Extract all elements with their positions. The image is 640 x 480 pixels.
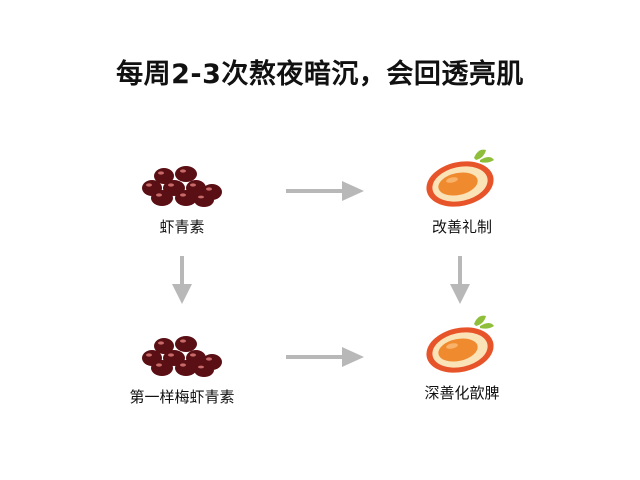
node-deep-improve: 深善化歆脾: [382, 312, 542, 403]
fruit-half-icon: [426, 315, 494, 373]
node-first-astaxanthin: 第一样梅虾青素: [102, 332, 262, 407]
arrow-right-icon: [286, 347, 364, 367]
diagram-title: 每周2-3次熬夜暗沉，会回透亮肌: [116, 59, 524, 90]
arrow-down-icon: [450, 256, 470, 304]
node-label: 深善化歆脾: [424, 384, 500, 402]
capsules-icon: [142, 336, 222, 377]
node-astaxanthin: 虾青素: [102, 162, 262, 237]
arrow-right-icon: [286, 181, 364, 201]
fruit-half-icon: [426, 149, 494, 207]
node-label: 第一样梅虾青素: [129, 388, 235, 406]
node-label: 改善礼制: [431, 218, 492, 236]
capsules-icon: [142, 166, 222, 207]
arrow-down-icon: [172, 256, 192, 304]
node-label: 虾青素: [159, 218, 205, 236]
node-improve: 改善礼制: [382, 146, 542, 237]
